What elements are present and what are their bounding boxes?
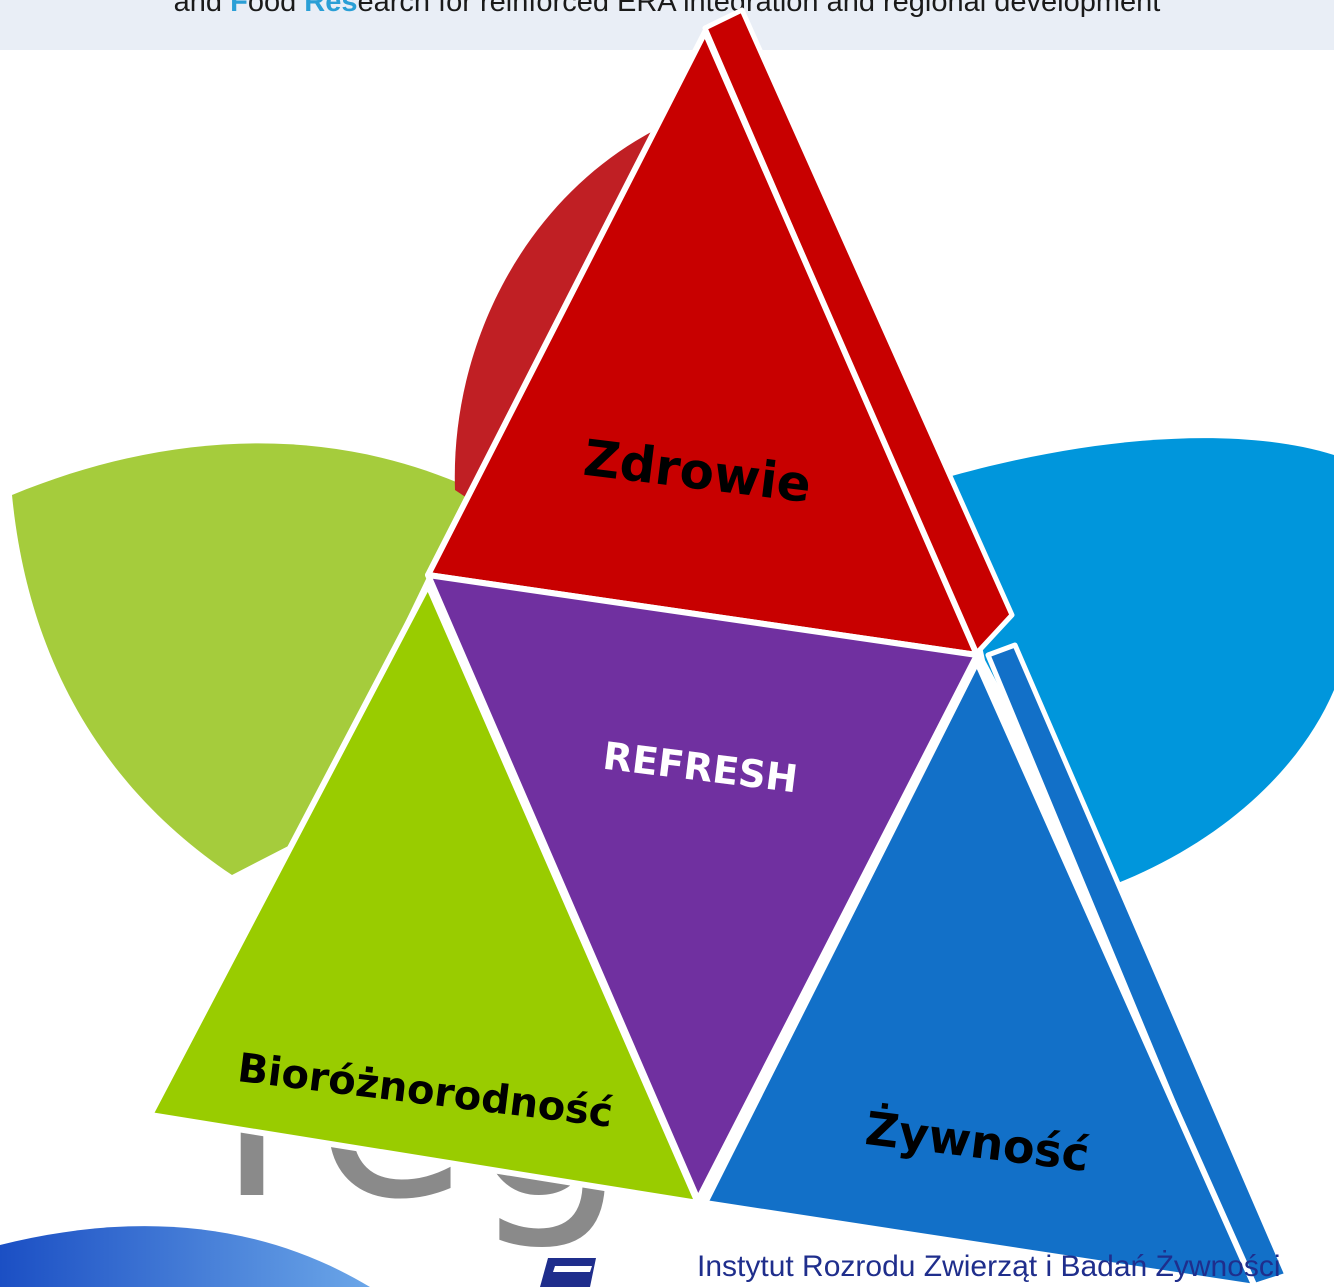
light-green-petal (12, 443, 470, 875)
left-triangle (147, 582, 701, 1206)
right-triangle (702, 659, 1258, 1287)
header-seg-2: F (230, 0, 248, 18)
header-seg-1: and (173, 0, 231, 18)
header-band (0, 0, 1334, 50)
header-seg-3: ood (247, 0, 305, 18)
blue-sweep (0, 1226, 370, 1287)
header-seg-6: for reinforced ERA integration and regio… (430, 0, 1161, 18)
header-text: and Food Research for reinforced ERA int… (0, 0, 1334, 19)
header-seg-4: Res (304, 0, 358, 18)
header-seg-5: earch (357, 0, 431, 18)
logo-icon (540, 1258, 596, 1287)
cyan-petal (945, 438, 1334, 888)
institute-name: Instytut Rozrodu Zwierząt i Badań Żywnoś… (697, 1250, 1281, 1283)
